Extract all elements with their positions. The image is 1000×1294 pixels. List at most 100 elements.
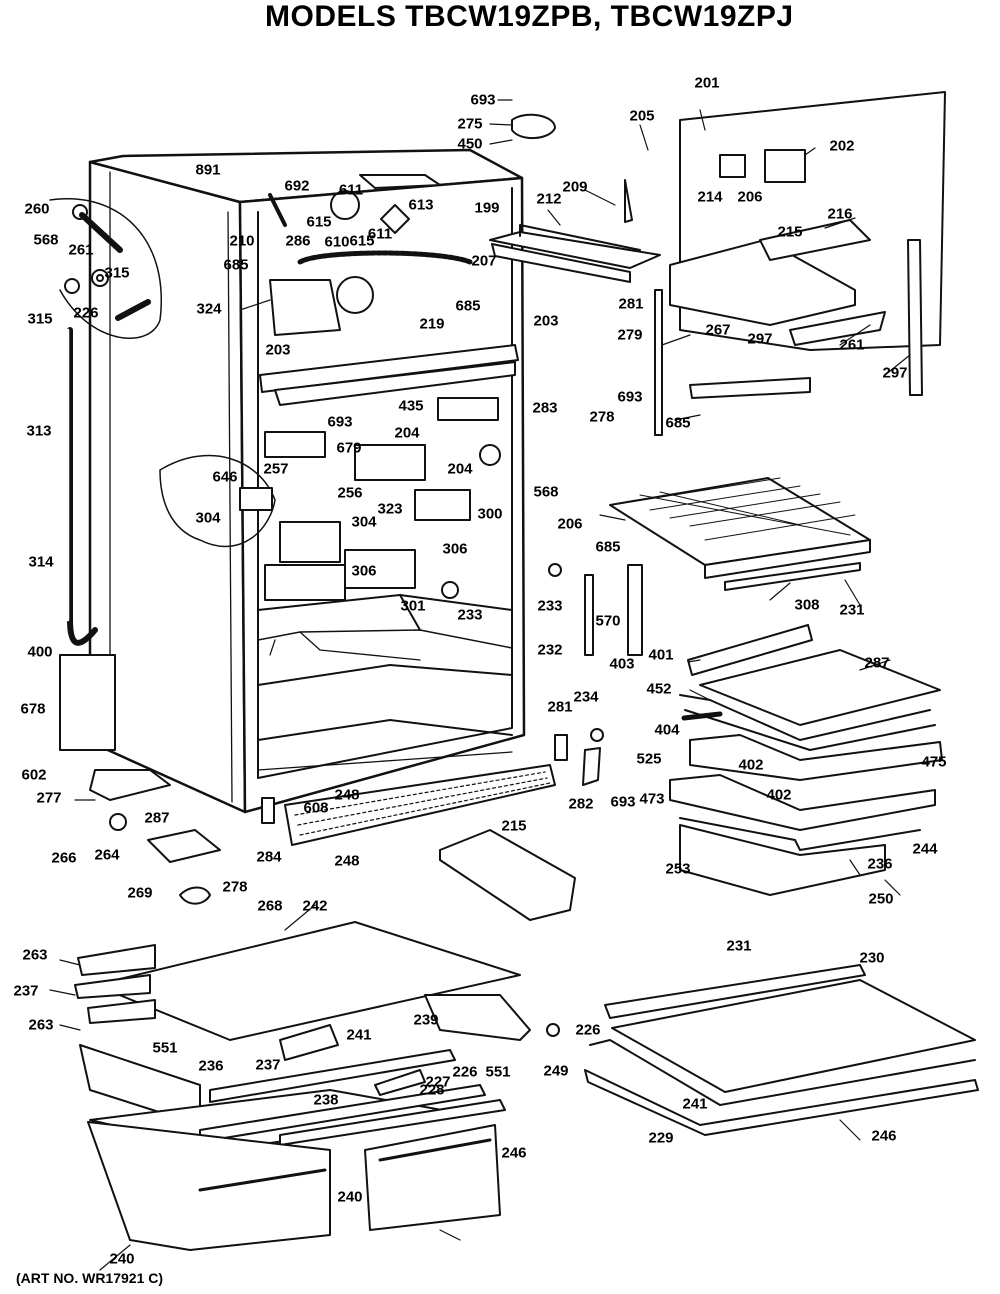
- part-number-label: 568: [33, 231, 59, 249]
- part-number-label: 551: [152, 1039, 178, 1057]
- part-number-label: 473: [639, 790, 665, 808]
- part-number-label: 241: [682, 1095, 708, 1113]
- part-number-label: 281: [618, 295, 644, 313]
- part-number-label: 227: [425, 1073, 451, 1091]
- part-number-label: 206: [557, 515, 583, 533]
- part-number-label: 240: [109, 1250, 135, 1268]
- part-number-label: 215: [501, 817, 527, 835]
- part-number-label: 202: [829, 137, 855, 155]
- diagram-title: MODELS TBCW19ZPB, TBCW19ZPJ: [265, 0, 794, 33]
- controls: [160, 398, 500, 600]
- part-number-label: 263: [22, 946, 48, 964]
- cabinet-shell: [90, 150, 524, 812]
- part-number-label: 602: [21, 766, 47, 784]
- part-number-label: 570: [595, 612, 621, 630]
- part-number-label: 277: [36, 789, 62, 807]
- part-number-label: 216: [827, 205, 853, 223]
- part-number-label: 610: [324, 233, 350, 251]
- part-number-label: 315: [27, 310, 53, 328]
- part-number-label: 253: [665, 860, 691, 878]
- part-number-label: 248: [334, 786, 360, 804]
- part-number-label: 613: [408, 196, 434, 214]
- part-number-label: 304: [195, 509, 221, 527]
- part-number-label: 403: [609, 655, 635, 673]
- part-number-label: 204: [394, 424, 420, 442]
- part-number-label: 205: [629, 107, 655, 125]
- part-number-label: 308: [794, 596, 820, 614]
- icemaker-assembly: [655, 92, 945, 435]
- part-number-label: 249: [543, 1062, 569, 1080]
- part-number-label: 402: [738, 756, 764, 774]
- left-parts: [50, 199, 170, 800]
- part-number-label: 300: [477, 505, 503, 523]
- part-number-label: 256: [337, 484, 363, 502]
- part-number-label: 269: [127, 884, 153, 902]
- part-number-label: 263: [28, 1016, 54, 1034]
- part-number-label: 404: [654, 721, 680, 739]
- part-number-label: 608: [303, 799, 329, 817]
- part-number-label: 234: [573, 688, 599, 706]
- part-number-label: 219: [419, 315, 445, 333]
- part-number-label: 615: [306, 213, 332, 231]
- part-number-label: 209: [562, 178, 588, 196]
- part-number-label: 693: [470, 91, 496, 109]
- part-number-label: 241: [346, 1026, 372, 1044]
- part-number-label: 232: [537, 641, 563, 659]
- part-number-label: 646: [212, 468, 238, 486]
- part-number-label: 237: [255, 1056, 281, 1074]
- part-number-label: 685: [455, 297, 481, 315]
- part-number-label: 246: [501, 1144, 527, 1162]
- part-number-label: 278: [589, 408, 615, 426]
- part-number-label: 611: [338, 181, 364, 199]
- part-number-label: 261: [68, 241, 94, 259]
- part-number-label: 229: [648, 1129, 674, 1147]
- part-number-label: 231: [726, 937, 752, 955]
- part-number-label: 237: [13, 982, 39, 1000]
- wire-shelf: [610, 478, 870, 590]
- part-number-label: 611: [367, 225, 393, 243]
- part-number-label: 324: [196, 300, 222, 318]
- part-number-label: 238: [313, 1091, 339, 1109]
- part-number-label: 231: [839, 601, 865, 619]
- leader-lines: [50, 100, 910, 1270]
- part-number-label: 226: [452, 1063, 478, 1081]
- part-number-label: 435: [398, 397, 424, 415]
- part-number-label: 400: [27, 643, 53, 661]
- part-number-label: 226: [575, 1021, 601, 1039]
- part-number-label: 275: [457, 115, 483, 133]
- part-number-label: 246: [871, 1127, 897, 1145]
- part-number-label: 287: [864, 654, 890, 672]
- part-number-label: 450: [457, 135, 483, 153]
- part-number-label: 268: [257, 897, 283, 915]
- top-fittings: [512, 115, 632, 222]
- part-number-label: 279: [617, 326, 643, 344]
- part-number-label: 212: [536, 190, 562, 208]
- part-number-label: 214: [697, 188, 723, 206]
- glass-shelf-assembly: [670, 625, 942, 895]
- part-number-label: 210: [229, 232, 255, 250]
- part-number-label: 207: [471, 252, 497, 270]
- part-number-label: 284: [256, 848, 282, 866]
- part-number-label: 236: [867, 855, 893, 873]
- part-number-label: 283: [532, 399, 558, 417]
- part-number-label: 261: [839, 336, 865, 354]
- part-number-label: 475: [921, 753, 947, 771]
- part-number-label: 260: [24, 200, 50, 218]
- part-number-label: 679: [336, 439, 362, 457]
- part-number-label: 199: [474, 199, 500, 217]
- part-number-label: 257: [263, 460, 289, 478]
- freezer-shelf: [490, 225, 660, 282]
- part-number-label: 568: [533, 483, 559, 501]
- grille: [110, 765, 575, 920]
- part-number-label: 228: [419, 1081, 445, 1099]
- part-number-label: 525: [636, 750, 662, 768]
- part-number-label: 685: [665, 414, 691, 432]
- part-number-label: 204: [447, 460, 473, 478]
- part-number-label: 278: [222, 878, 248, 896]
- part-number-label: 236: [198, 1057, 224, 1075]
- part-number-label: 304: [351, 513, 377, 531]
- part-number-label: 297: [882, 364, 908, 382]
- part-number-label: 267: [705, 321, 731, 339]
